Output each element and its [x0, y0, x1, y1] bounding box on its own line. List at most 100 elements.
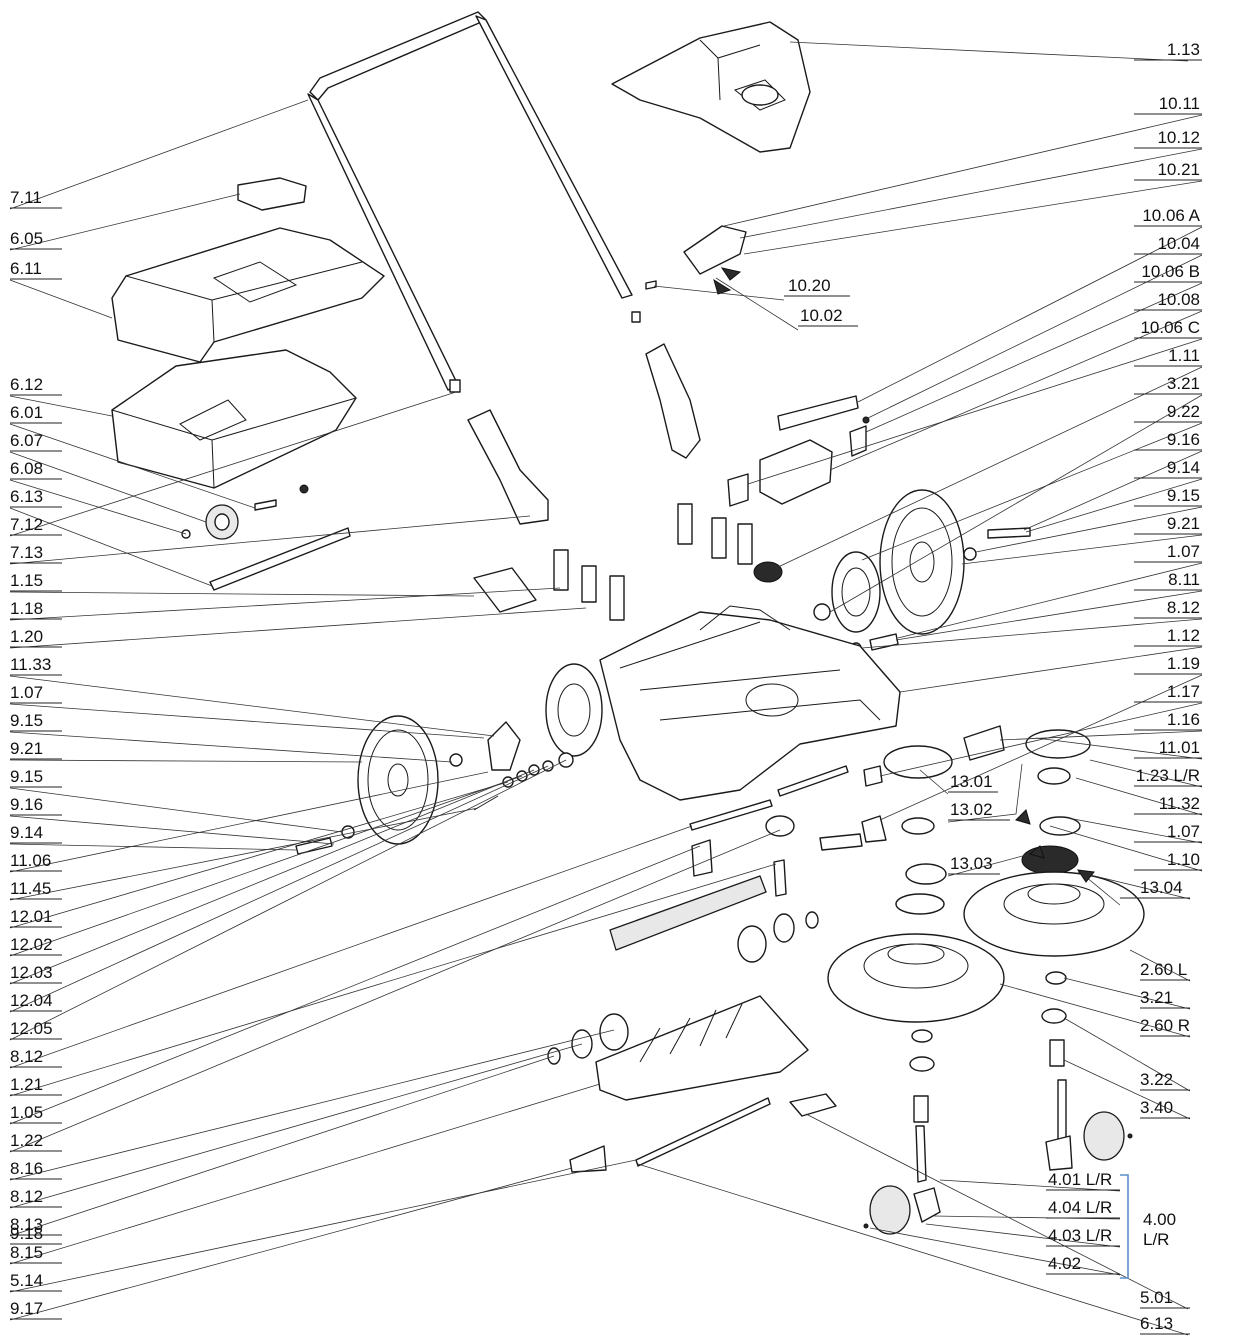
- group-label-1: 4.04 L/R: [1048, 1198, 1112, 1217]
- right-label-9: 1.11: [1168, 346, 1200, 365]
- right-label-17: 8.11: [1168, 570, 1200, 589]
- main-chassis: [599, 605, 901, 801]
- left-label-31: 8.16: [10, 1159, 43, 1178]
- inner-label-0: 10.20: [788, 276, 831, 295]
- right-label-8: 10.06 C: [1140, 318, 1200, 337]
- left-label-6: 6.08: [10, 459, 43, 478]
- side-brush-left: [963, 871, 1145, 957]
- rod-b: [777, 765, 849, 797]
- part-6-13: [209, 527, 351, 591]
- group-name-line1: 4.00: [1143, 1210, 1176, 1229]
- right-label-16: 1.07: [1167, 542, 1200, 561]
- right-label-30: 3.21: [1140, 988, 1173, 1007]
- left-label-8: 7.12: [10, 515, 43, 534]
- right-label-15: 9.21: [1167, 514, 1200, 533]
- part-5-01: [789, 1093, 837, 1117]
- right-label-27: 1.10: [1167, 850, 1200, 869]
- left-label-13: 11.33: [10, 655, 51, 674]
- part-6-01b: [299, 484, 309, 494]
- group-name-line2: L/R: [1143, 1230, 1169, 1249]
- left-label-18: 9.16: [10, 795, 43, 814]
- filter-d: [711, 517, 727, 559]
- part-10-02: [631, 311, 641, 323]
- washer-left-a: [449, 753, 463, 767]
- part-4-04-right: [1083, 1111, 1125, 1161]
- knob-9-22: [753, 561, 783, 583]
- right-label-12: 9.16: [1167, 430, 1200, 449]
- left-label-3: 6.12: [10, 375, 43, 394]
- right-label-25: 11.32: [1159, 794, 1200, 813]
- left-label-26: 12.05: [10, 1019, 53, 1038]
- right-label-2: 10.12: [1157, 128, 1200, 147]
- left-label-33: 8.13: [10, 1215, 43, 1234]
- part-4-02-right: [1127, 1133, 1133, 1139]
- right-label-14: 9.15: [1167, 486, 1200, 505]
- group-bracket: [1120, 1174, 1129, 1279]
- right-label-10: 3.21: [1167, 374, 1200, 393]
- group-label-0: 4.01 L/R: [1048, 1170, 1112, 1189]
- top-cover: [611, 21, 811, 153]
- part-10-11: [683, 225, 747, 275]
- handle-grip-right: [645, 343, 701, 459]
- right-label-18: 8.12: [1167, 598, 1200, 617]
- part-4-04: [869, 1185, 911, 1235]
- right-label-0: 1.13: [1167, 40, 1200, 59]
- right-label-32: 3.22: [1140, 1070, 1173, 1089]
- shaft-3-40: [1049, 1039, 1065, 1067]
- part-4-03: [913, 1187, 941, 1223]
- filter-1-18: [553, 549, 569, 591]
- part-1-21: [773, 859, 787, 897]
- handle-bracket-left: [467, 409, 549, 525]
- left-label-21: 11.45: [10, 879, 51, 898]
- inner-label-3: 13.02: [950, 800, 993, 819]
- left-label-4: 6.01: [10, 403, 43, 422]
- bottom-label-0: 5.01: [1140, 1288, 1173, 1307]
- part-10-06c: [727, 473, 749, 507]
- left-label-17: 9.15: [10, 767, 43, 786]
- left-label-0: 7.11: [10, 188, 42, 207]
- part-1-19: [861, 815, 887, 843]
- left-label-16: 9.21: [10, 739, 43, 758]
- part-7-13: [449, 379, 461, 393]
- filter-1-20: [581, 565, 597, 603]
- left-labels: 7.116.056.116.126.016.076.086.137.127.13…: [10, 188, 62, 1320]
- bottom-labels: 5.016.13: [1140, 1288, 1190, 1335]
- motor-11-33: [487, 721, 521, 771]
- brush-frame: [595, 995, 809, 1101]
- left-label-25: 12.04: [10, 991, 53, 1010]
- left-label-12: 1.20: [10, 627, 43, 646]
- right-label-7: 10.08: [1157, 290, 1200, 309]
- left-label-23: 12.02: [10, 935, 53, 954]
- right-gear: [831, 551, 881, 633]
- nut-left-a: [911, 1029, 933, 1043]
- left-label-15: 9.15: [10, 711, 43, 730]
- right-label-28: 13.04: [1140, 878, 1183, 897]
- side-brush-right: [827, 933, 1005, 1023]
- right-wheel: [879, 489, 965, 635]
- left-label-30: 1.22: [10, 1131, 43, 1150]
- right-label-26: 1.07: [1167, 822, 1200, 841]
- leader-lines: [9, 41, 1203, 1336]
- axle-9-14: [987, 527, 1031, 539]
- inner-label-1: 10.02: [800, 306, 843, 325]
- left-label-14: 1.07: [10, 683, 43, 702]
- bearing-d: [599, 1013, 629, 1051]
- part-1-15: [473, 567, 537, 613]
- left-label-20: 11.06: [10, 851, 51, 870]
- part-8-16: [765, 815, 795, 837]
- left-label-32: 8.12: [10, 1187, 43, 1206]
- right-label-31: 2.60 R: [1140, 1016, 1190, 1035]
- part-10-06b: [849, 425, 867, 457]
- part-11-01: [963, 725, 1005, 761]
- part-4-01: [915, 1125, 927, 1183]
- part-6-01: [254, 499, 277, 511]
- right-label-3: 10.21: [1157, 160, 1200, 179]
- right-label-21: 1.17: [1167, 682, 1200, 701]
- washer-9-15: [963, 547, 977, 561]
- axle-left: [295, 837, 333, 855]
- part-1-05: [691, 839, 713, 877]
- spring-11-45: [473, 795, 499, 811]
- chassis-side-wheel: [545, 663, 603, 757]
- part-10-20: [645, 280, 657, 290]
